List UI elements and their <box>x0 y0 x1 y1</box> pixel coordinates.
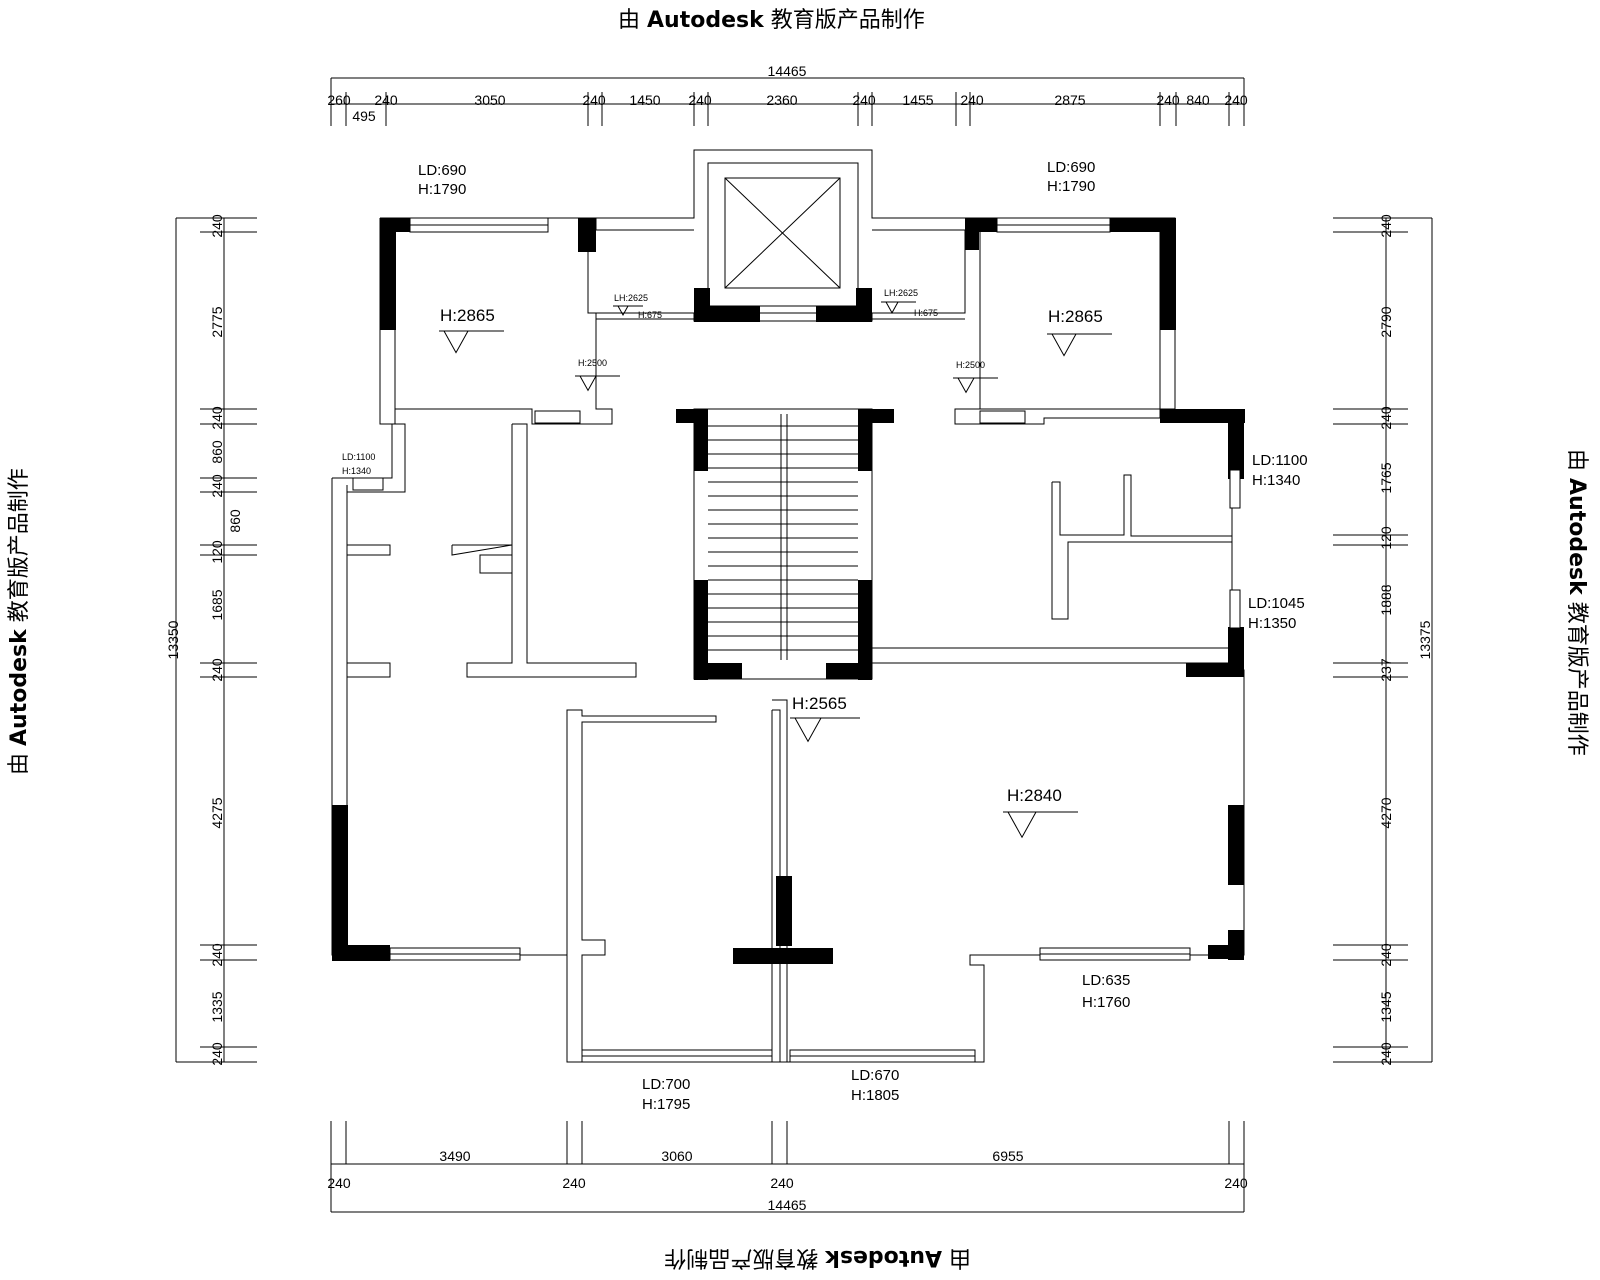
label-window-r1-h: H:1340 <box>1252 472 1300 489</box>
dim-right: 13375 240 2790 240 1765 120 1888 237 427… <box>1333 214 1433 1066</box>
dim-top-total: 14465 <box>768 63 807 79</box>
dim-top-seg: 240 <box>1156 92 1180 108</box>
label-window-r2-h: H:1350 <box>1248 615 1296 632</box>
label-window-r2-ld: LD:1045 <box>1248 595 1305 612</box>
dim-bottom-seg: 3060 <box>661 1148 692 1164</box>
label-window-br-h: H:1760 <box>1082 994 1130 1011</box>
label-beam-r-h: H:675 <box>914 308 938 318</box>
dim-top-seg: 240 <box>374 92 398 108</box>
dim-right-seg: 2790 <box>1378 306 1394 337</box>
dim-right-seg: 240 <box>1378 214 1394 238</box>
dim-left-seg: 240 <box>209 214 225 238</box>
elevation-marker-door-r <box>957 377 975 394</box>
dim-right-seg: 1888 <box>1378 584 1394 615</box>
label-window-bm-h: H:1805 <box>851 1087 899 1104</box>
dim-top-seg: 3050 <box>474 92 505 108</box>
dim-right-seg: 237 <box>1378 658 1394 682</box>
dim-top: 14465 260 240 3050 240 1450 240 2360 240… <box>327 63 1248 126</box>
dim-right-seg: 1765 <box>1378 462 1394 493</box>
dim-right-seg: 240 <box>1378 943 1394 967</box>
windows <box>352 217 1241 1063</box>
dim-bottom-seg: 6955 <box>992 1148 1023 1164</box>
dim-top-seg: 840 <box>1186 92 1210 108</box>
label-window-bl-h: H:1795 <box>642 1096 690 1113</box>
label-beam-l-h: H:675 <box>638 310 662 320</box>
dim-left-seg: 240 <box>209 406 225 430</box>
dim-right-seg: 1345 <box>1378 991 1394 1022</box>
dim-left: 13350 240 2775 240 860 240 860 120 1685 … <box>165 214 257 1066</box>
elevation-marker-door-l <box>579 375 597 392</box>
dim-top-seg: 2360 <box>766 92 797 108</box>
dim-left-seg: 1685 <box>209 589 225 620</box>
label-window-bl-ld: LD:700 <box>642 1076 690 1093</box>
dim-left-seg: 1335 <box>209 991 225 1022</box>
dim-left-seg: 240 <box>209 474 225 498</box>
dim-bottom-wall: 240 <box>1224 1175 1248 1191</box>
dim-left-seg: 240 <box>209 943 225 967</box>
dim-bottom: 3490 3060 6955 240 240 240 240 14465 <box>327 1121 1248 1213</box>
label-window-l-h: H:1340 <box>342 466 371 476</box>
elevator-shaft <box>707 162 859 307</box>
dim-top-seg: 240 <box>582 92 606 108</box>
label-window-tl-ld: LD:690 <box>418 162 466 179</box>
dim-left-seg: 4275 <box>209 797 225 828</box>
dim-top-seg: 1455 <box>902 92 933 108</box>
dim-top-seg: 240 <box>688 92 712 108</box>
dim-top-seg: 240 <box>852 92 876 108</box>
label-hall-height: H:2565 <box>792 694 847 713</box>
elevation-marker-tr <box>1051 333 1077 357</box>
walls <box>331 149 1245 1063</box>
watermark-top: 由 Autodesk 教育版产品制作 <box>618 2 925 34</box>
dim-top-seg: 1450 <box>629 92 660 108</box>
label-door-r-height: H:2500 <box>956 360 985 370</box>
label-window-br-ld: LD:635 <box>1082 972 1130 989</box>
dim-bottom-total: 14465 <box>768 1197 807 1213</box>
dim-left-seg: 240 <box>209 1042 225 1066</box>
elevation-marker-beam-r <box>885 301 899 314</box>
label-room-tr-height: H:2865 <box>1048 307 1103 326</box>
dim-top-seg: 260 <box>327 92 351 108</box>
dim-left-seg: 860 <box>227 509 243 533</box>
dim-left-seg: 860 <box>209 440 225 464</box>
dim-top-seg: 240 <box>960 92 984 108</box>
dim-top-sub: 495 <box>352 108 376 124</box>
dim-top-seg: 240 <box>1224 92 1248 108</box>
label-beam-r-lh: LH:2625 <box>884 288 918 298</box>
staircase <box>693 408 873 680</box>
elevation-marker-tl <box>443 330 469 354</box>
dim-right-seg: 240 <box>1378 406 1394 430</box>
label-door-l-height: H:2500 <box>578 358 607 368</box>
elevation-marker-hall <box>794 717 822 743</box>
elevation-marker-living <box>1007 811 1037 839</box>
dim-left-seg: 2775 <box>209 306 225 337</box>
dim-left-total: 13350 <box>165 620 181 659</box>
dim-top-seg: 2875 <box>1054 92 1085 108</box>
labels: LD:690 H:1790 LD:690 H:1790 H:2865 H:286… <box>342 159 1308 1113</box>
watermark-prefix: 由 <box>618 8 641 33</box>
dim-bottom-wall: 240 <box>327 1175 351 1191</box>
label-window-r1-ld: LD:1100 <box>1252 452 1308 469</box>
watermark-suffix: 教育版产品制作 <box>770 8 925 33</box>
label-window-l-ld: LD:1100 <box>342 452 375 462</box>
label-room-tl-height: H:2865 <box>440 306 495 325</box>
dim-right-seg: 4270 <box>1378 797 1394 828</box>
dim-bottom-wall: 240 <box>770 1175 794 1191</box>
label-beam-l-lh: LH:2625 <box>614 293 648 303</box>
label-window-tr-ld: LD:690 <box>1047 159 1095 176</box>
dim-right-seg: 240 <box>1378 1042 1394 1066</box>
elevation-marker-beam-l <box>617 305 629 317</box>
dim-right-seg: 120 <box>1378 526 1394 550</box>
label-window-tr-h: H:1790 <box>1047 178 1095 195</box>
dim-right-total: 13375 <box>1417 620 1433 659</box>
dim-left-seg: 120 <box>209 540 225 564</box>
label-window-tl-h: H:1790 <box>418 181 466 198</box>
label-living-height: H:2840 <box>1007 786 1062 805</box>
dim-bottom-wall: 240 <box>562 1175 586 1191</box>
watermark-brand: Autodesk <box>647 8 764 33</box>
dim-bottom-seg: 3490 <box>439 1148 470 1164</box>
label-window-bm-ld: LD:670 <box>851 1067 899 1084</box>
dim-left-seg: 240 <box>209 658 225 682</box>
